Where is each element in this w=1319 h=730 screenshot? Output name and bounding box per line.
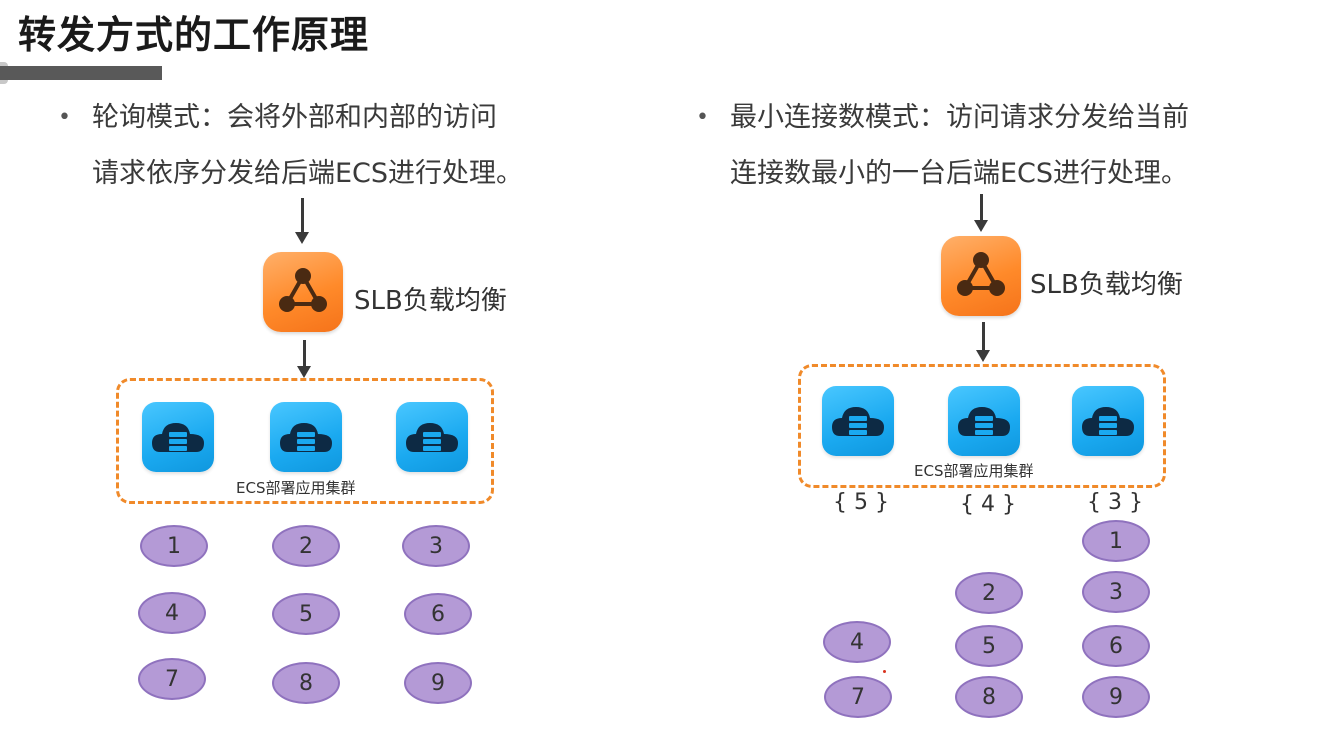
network-hub-icon <box>957 252 1005 296</box>
left-arrow-top <box>295 198 309 244</box>
left-request: 8 <box>272 662 340 704</box>
right-request: 5 <box>955 625 1023 667</box>
right-bullet: • 最小连接数模式：访问请求分发给当前 连接数最小的一台后端ECS进行处理。 <box>696 90 1189 202</box>
right-arrow-bottom <box>976 322 990 362</box>
left-ecs-2 <box>270 402 342 472</box>
right-slb-icon <box>941 236 1021 316</box>
left-slb-label: SLB负载均衡 <box>354 286 507 316</box>
left-request: 4 <box>138 592 206 634</box>
right-request: 7 <box>824 676 892 718</box>
right-ecs-1 <box>822 386 894 456</box>
cloud-server-icon <box>832 407 884 436</box>
left-arrow-bottom <box>297 340 311 378</box>
left-request: 3 <box>402 525 470 567</box>
right-request: 3 <box>1082 571 1150 613</box>
cloud-server-icon <box>406 423 458 452</box>
page-title: 转发方式的工作原理 <box>18 13 370 57</box>
network-hub-icon <box>279 268 327 312</box>
right-request: 1 <box>1082 520 1150 562</box>
cloud-server-icon <box>1082 407 1134 436</box>
right-arrow-top <box>974 194 988 232</box>
right-slb-label: SLB负载均衡 <box>1030 270 1183 300</box>
title-underline <box>0 66 162 80</box>
right-request: 6 <box>1082 625 1150 667</box>
cloud-server-icon <box>152 423 204 452</box>
left-bullet-line2: 请求依序分发给后端ECS进行处理。 <box>92 158 524 189</box>
connection-count-ecs-3: { 3 } <box>1087 490 1143 515</box>
bullet-dot: • <box>58 105 71 130</box>
left-slb-icon <box>263 252 343 332</box>
right-ecs-cluster <box>798 364 1166 488</box>
right-ecs-3 <box>1072 386 1144 456</box>
right-ecs-2 <box>948 386 1020 456</box>
bullet-dot: • <box>696 105 709 130</box>
left-request: 6 <box>404 593 472 635</box>
left-ecs-1 <box>142 402 214 472</box>
left-ecs-cluster <box>116 378 494 504</box>
left-bullet-line1: 轮询模式：会将外部和内部的访问 <box>92 102 497 133</box>
connection-count-ecs-1: { 5 } <box>833 490 889 515</box>
left-request: 7 <box>138 658 206 700</box>
right-request: 8 <box>955 676 1023 718</box>
right-request: 2 <box>955 572 1023 614</box>
right-bullet-line1: 最小连接数模式：访问请求分发给当前 <box>730 102 1189 133</box>
left-request: 1 <box>140 525 208 567</box>
right-bullet-line2: 连接数最小的一台后端ECS进行处理。 <box>730 158 1189 189</box>
right-request: 9 <box>1082 676 1150 718</box>
left-cluster-label: ECS部署应用集群 <box>236 479 356 497</box>
cloud-server-icon <box>280 423 332 452</box>
left-ecs-3 <box>396 402 468 472</box>
left-request: 2 <box>272 525 340 567</box>
left-request: 5 <box>272 593 340 635</box>
left-request: 9 <box>404 662 472 704</box>
right-cluster-label: ECS部署应用集群 <box>914 462 1034 480</box>
cloud-server-icon <box>958 407 1010 436</box>
connection-count-ecs-2: { 4 } <box>960 492 1016 517</box>
left-bullet: • 轮询模式：会将外部和内部的访问 请求依序分发给后端ECS进行处理。 <box>58 90 524 202</box>
pointer-dot <box>883 670 886 673</box>
right-request: 4 <box>823 621 891 663</box>
